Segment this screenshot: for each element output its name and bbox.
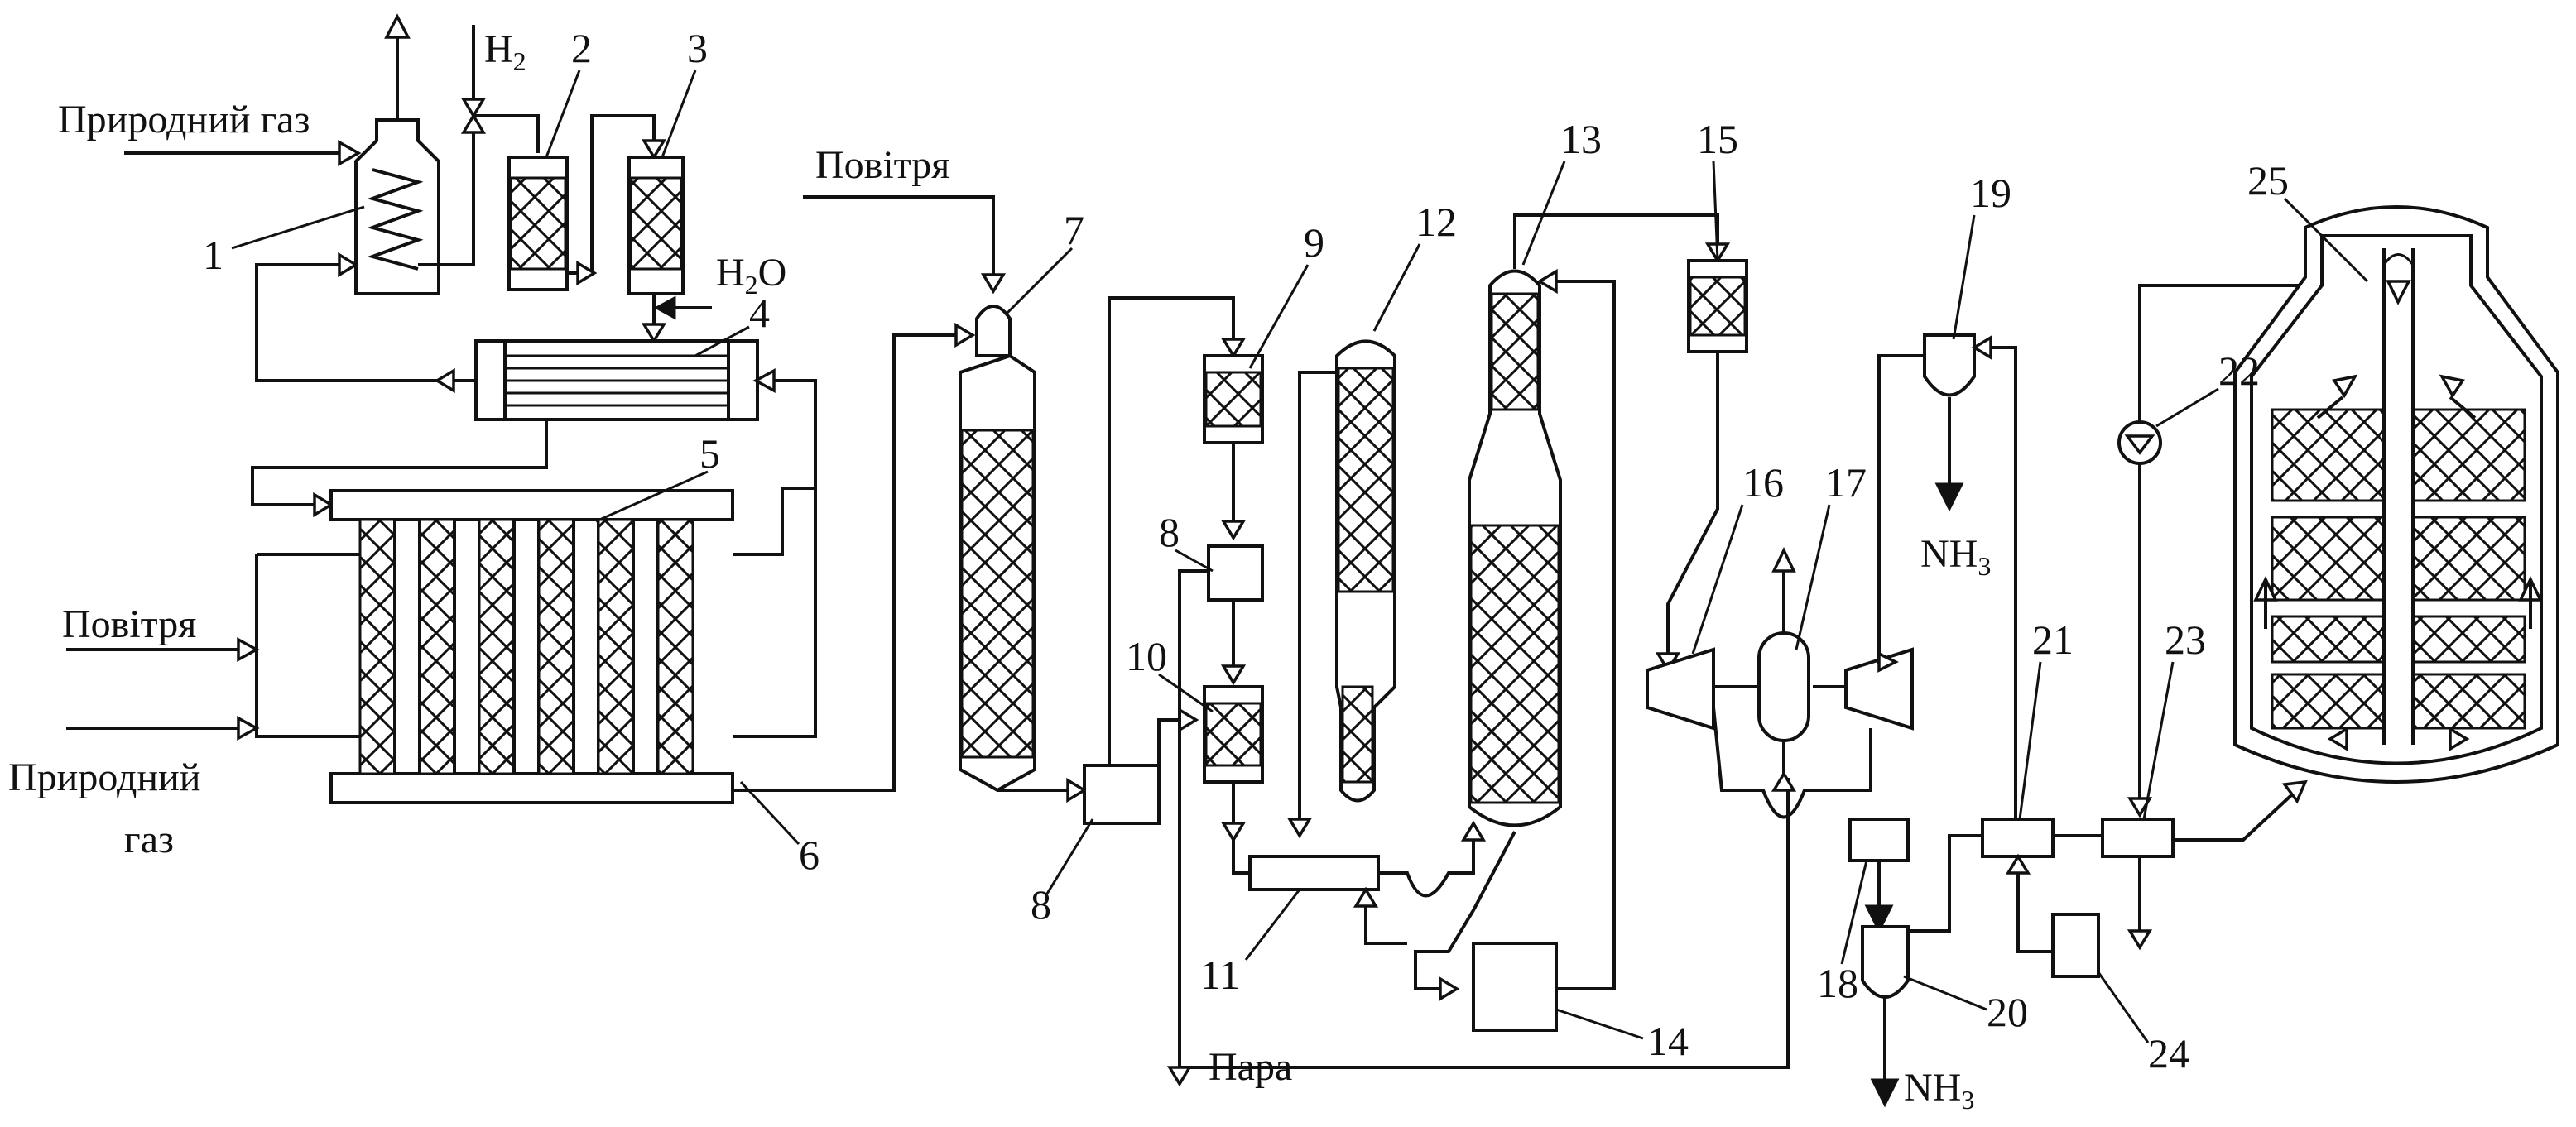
air-top-label: Повітря — [815, 143, 949, 187]
separator-20 — [1861, 834, 1982, 1108]
reactor-15 — [1655, 259, 1748, 674]
pump-22 — [2117, 284, 2355, 818]
heater-1 — [354, 13, 440, 295]
h2-label: H2 — [484, 27, 526, 76]
h2-line — [418, 25, 540, 266]
number-14: 14 — [1647, 1018, 1689, 1064]
number-7: 7 — [1064, 207, 1084, 253]
reformer-5-6 — [255, 487, 817, 804]
compressors-16-17 — [1646, 546, 1914, 819]
steam-label: Пара — [1209, 1045, 1292, 1089]
natural-gas-left-label-1: Природний — [8, 755, 200, 799]
separator-19 — [1877, 333, 2017, 827]
reactor-10 — [1203, 685, 1264, 848]
exchanger-to-heater-line — [255, 263, 476, 382]
air-left-label: Повітря — [62, 602, 196, 646]
synthesis-column-25 — [2233, 205, 2559, 784]
number-20: 20 — [1987, 989, 2028, 1035]
number-9: 9 — [1304, 219, 1324, 266]
reactor-9 — [1203, 354, 1264, 541]
number-4: 4 — [749, 290, 770, 336]
number-11: 11 — [1200, 952, 1240, 998]
number-15: 15 — [1697, 116, 1738, 162]
nh3-top-label: NH3 — [1920, 532, 1991, 581]
equipment-numbers: 1 2 3 4 5 6 7 8 8 9 10 11 12 13 14 15 16… — [203, 25, 2369, 1077]
natural-gas-top-label: Природний газ — [58, 98, 310, 141]
number-18: 18 — [1817, 960, 1858, 1006]
stream-labels: Природний газ H2 H2O Повітря Повітря При… — [8, 27, 1991, 1115]
number-2: 2 — [571, 25, 592, 71]
unit-23 — [2101, 818, 2175, 858]
number-5: 5 — [699, 430, 720, 477]
number-3: 3 — [687, 25, 708, 71]
nh3-bottom-label: NH3 — [1904, 1066, 1974, 1115]
number-6: 6 — [799, 832, 819, 878]
column-12 — [1286, 339, 1396, 839]
unit-8-upper — [1207, 544, 1264, 602]
unit-11 — [1248, 855, 1380, 891]
h2o-label: H2O — [716, 251, 786, 300]
number-25: 25 — [2247, 157, 2289, 204]
number-23: 23 — [2165, 616, 2206, 663]
air-top-line — [803, 195, 995, 285]
secondary-reformer-7 — [959, 305, 1036, 793]
number-19: 19 — [1970, 170, 2011, 216]
reactor-2 — [507, 114, 667, 291]
unit-8-lower — [1083, 764, 1161, 825]
number-13: 13 — [1560, 116, 1602, 162]
column-13 — [1414, 213, 1731, 1002]
reactor-3 — [627, 156, 685, 344]
unit-14 — [1472, 942, 1558, 1032]
unit-21 — [1981, 818, 2055, 858]
number-8-upper: 8 — [1159, 509, 1180, 555]
number-21: 21 — [2032, 616, 2074, 663]
heat-exchanger-4 — [474, 339, 759, 421]
unit-24 — [2051, 913, 2100, 978]
number-17: 17 — [1825, 459, 1867, 506]
unit-18 — [1848, 818, 1910, 862]
number-12: 12 — [1415, 199, 1457, 245]
number-10: 10 — [1126, 633, 1167, 679]
number-16: 16 — [1742, 459, 1784, 506]
number-8-lower: 8 — [1031, 881, 1051, 928]
natural-gas-left-label-2: газ — [124, 818, 174, 861]
number-24: 24 — [2148, 1030, 2189, 1077]
number-1: 1 — [203, 232, 223, 278]
number-22: 22 — [2218, 348, 2260, 394]
